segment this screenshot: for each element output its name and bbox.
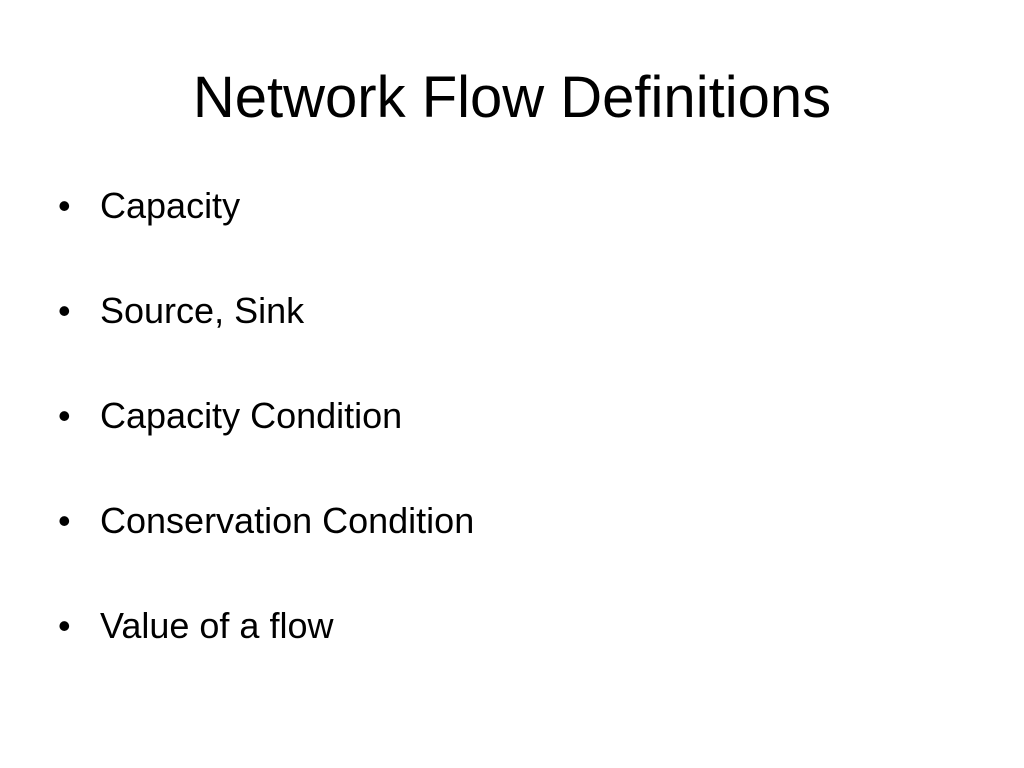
bullet-text: Source, Sink — [100, 290, 305, 331]
bullet-text: Capacity — [100, 185, 241, 226]
bullet-text: Value of a flow — [100, 605, 334, 646]
bullet-icon: • — [58, 605, 71, 646]
bullet-icon: • — [58, 185, 71, 226]
bullet-item-conservation-condition: • Conservation Condition — [58, 497, 958, 602]
bullet-icon: • — [58, 500, 71, 541]
bullet-item-source-sink: • Source, Sink — [58, 287, 958, 392]
bullet-item-value-of-flow: • Value of a flow — [58, 602, 958, 707]
bullet-list: • Capacity • Source, Sink • Capacity Con… — [58, 182, 958, 707]
bullet-icon: • — [58, 290, 71, 331]
bullet-item-capacity: • Capacity — [58, 182, 958, 287]
bullet-item-capacity-condition: • Capacity Condition — [58, 392, 958, 497]
slide-title: Network Flow Definitions — [192, 65, 832, 130]
bullet-text: Capacity Condition — [100, 395, 403, 436]
bullet-icon: • — [58, 395, 71, 436]
bullet-text: Conservation Condition — [100, 500, 475, 541]
